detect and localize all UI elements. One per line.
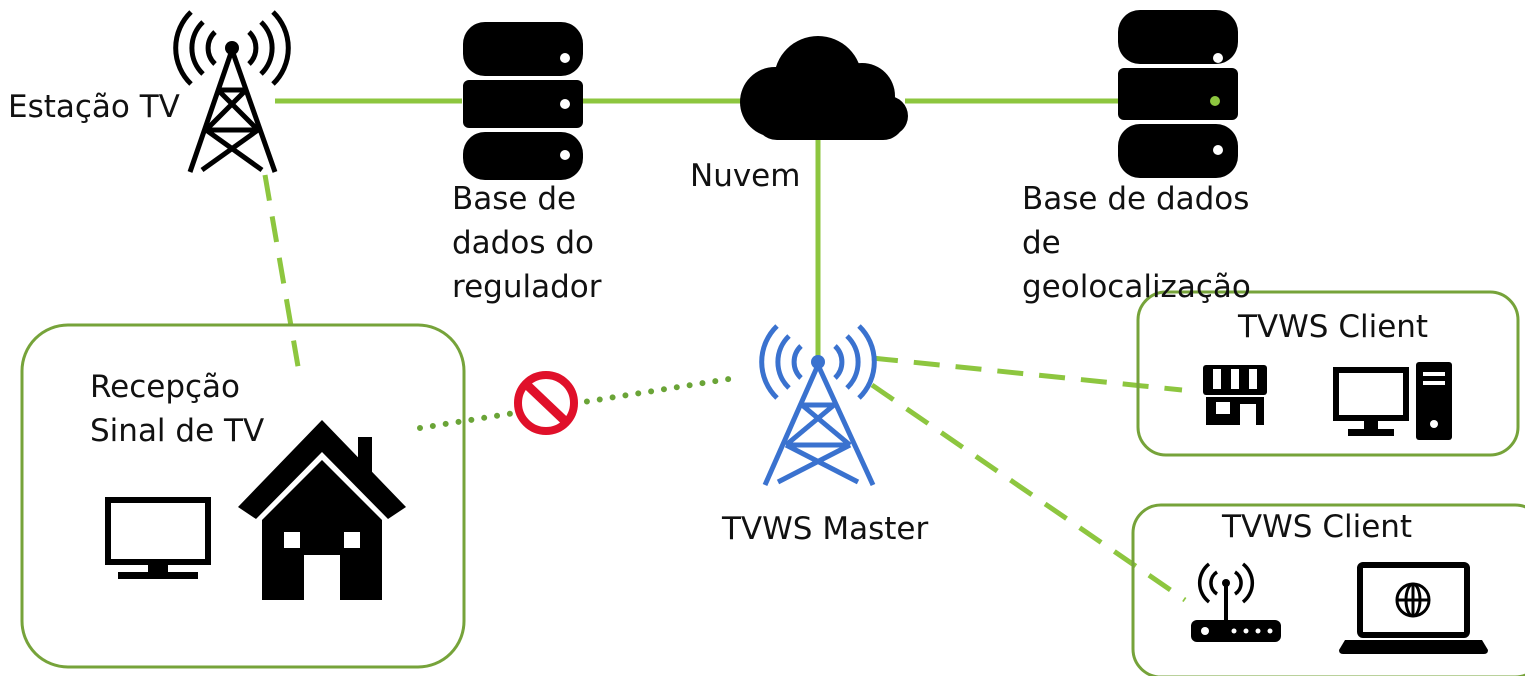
wifi-router-icon	[1191, 562, 1281, 642]
client-2-box	[1131, 503, 1525, 676]
regulator-db-label-line-2: dados do	[452, 225, 594, 261]
regulator-db-label-line-3: regulador	[452, 269, 602, 305]
store-icon	[1203, 365, 1267, 425]
blocked-icon	[514, 371, 578, 435]
tv-reception-box	[20, 323, 466, 669]
geo-db-label-line-3: geolocalização	[1022, 269, 1251, 305]
tower-icon	[173, 10, 291, 173]
tvws-master-label: TVWS Master	[722, 511, 929, 547]
tv-reception-label-line-1: Recepção	[90, 369, 241, 405]
cloud-icon	[740, 36, 908, 140]
tv-reception-label-line-2: Sinal de TV	[90, 413, 265, 449]
laptop-globe-icon	[1339, 562, 1488, 654]
link-master-to-house-blocked	[417, 375, 738, 431]
link-master-to-client-1	[871, 355, 1183, 393]
cloud-label: Nuvem	[690, 158, 801, 194]
tv-station-label: Estação TV	[8, 89, 180, 125]
regulator-db-label-line-1: Base de	[452, 181, 577, 217]
tvws-client-2-label: TVWS Client	[1222, 509, 1413, 545]
client-1-box	[1136, 290, 1520, 457]
desktop-computer-icon	[1333, 362, 1452, 440]
geo-db-label-line-1: Base de dados	[1022, 181, 1250, 217]
backbone-links	[275, 98, 1118, 360]
tvws-client-1-label: TVWS Client	[1238, 309, 1429, 345]
house-icon	[238, 420, 406, 600]
link-tv-to-reception	[262, 174, 303, 379]
database-icon	[463, 22, 583, 180]
tv-icon	[105, 497, 211, 579]
geo-db-label-line-2: de	[1022, 225, 1061, 261]
database-icon	[1118, 10, 1238, 178]
tower-icon	[759, 324, 877, 487]
